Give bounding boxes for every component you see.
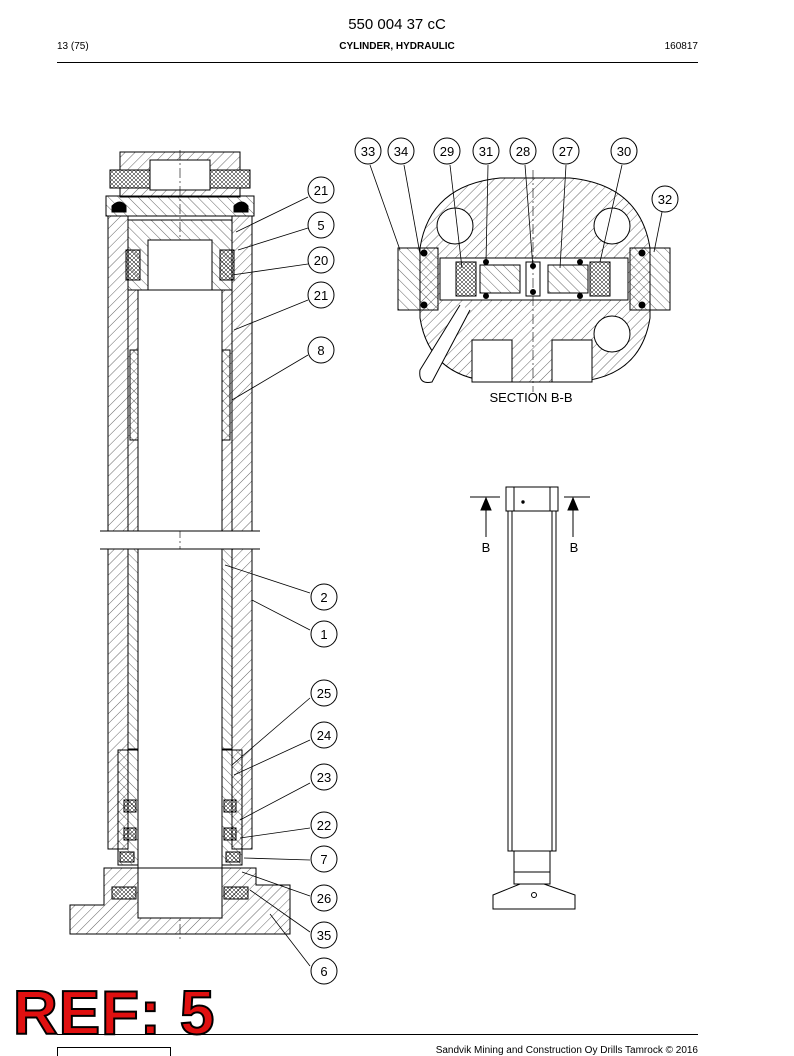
svg-text:6: 6 — [320, 964, 327, 979]
balloon-32: 32 — [651, 185, 679, 213]
header-rule — [57, 62, 698, 63]
balloon-21-upper: 21 — [307, 176, 335, 204]
balloon-24: 24 — [310, 721, 338, 749]
balloon-7: 7 — [310, 845, 338, 873]
svg-text:25: 25 — [317, 686, 331, 701]
reference-stamp: REF: 5 — [12, 979, 216, 1048]
svg-text:30: 30 — [617, 144, 631, 159]
section-caption: SECTION B-B — [489, 390, 572, 405]
balloon-1: 1 — [310, 620, 338, 648]
copyright-text: Sandvik Mining and Construction Oy Drill… — [435, 1045, 698, 1056]
balloon-33: 33 — [354, 137, 382, 165]
document-number: 550 004 37 cC — [348, 16, 446, 33]
svg-text:23: 23 — [317, 770, 331, 785]
cylinder-side-view — [470, 486, 590, 910]
balloon-8: 8 — [307, 336, 335, 364]
svg-text:32: 32 — [658, 192, 672, 207]
section-marker-left: B — [482, 540, 491, 555]
balloon-23: 23 — [310, 763, 338, 791]
balloon-21-lower: 21 — [307, 281, 335, 309]
cylinder-cross-section — [69, 150, 291, 940]
svg-text:26: 26 — [317, 891, 331, 906]
svg-text:31: 31 — [479, 144, 493, 159]
svg-text:1: 1 — [320, 627, 327, 642]
balloon-35: 35 — [310, 921, 338, 949]
balloon-20: 20 — [307, 246, 335, 274]
svg-text:28: 28 — [516, 144, 530, 159]
svg-text:24: 24 — [317, 728, 331, 743]
section-title: CYLINDER, HYDRAULIC — [339, 41, 455, 52]
balloon-34: 34 — [387, 137, 415, 165]
svg-text:21: 21 — [314, 288, 328, 303]
balloon-31: 31 — [472, 137, 500, 165]
svg-text:7: 7 — [320, 852, 327, 867]
svg-text:33: 33 — [361, 144, 375, 159]
section-marker-right: B — [570, 540, 579, 555]
svg-text:35: 35 — [317, 928, 331, 943]
svg-text:8: 8 — [317, 343, 324, 358]
svg-text:20: 20 — [314, 253, 328, 268]
svg-text:21: 21 — [314, 183, 328, 198]
balloon-2: 2 — [310, 583, 338, 611]
section-bb-view — [397, 170, 671, 392]
balloon-30: 30 — [610, 137, 638, 165]
date-code: 160817 — [664, 41, 698, 52]
balloon-28: 28 — [509, 137, 537, 165]
balloon-5: 5 — [307, 211, 335, 239]
svg-text:27: 27 — [559, 144, 573, 159]
page-reference: 13 (75) — [57, 41, 89, 52]
balloon-25: 25 — [310, 679, 338, 707]
svg-text:2: 2 — [320, 590, 327, 605]
balloon-29: 29 — [433, 137, 461, 165]
balloon-6: 6 — [310, 957, 338, 985]
svg-text:34: 34 — [394, 144, 408, 159]
footer-rule — [57, 1034, 698, 1035]
svg-text:22: 22 — [317, 818, 331, 833]
balloon-26: 26 — [310, 884, 338, 912]
svg-text:29: 29 — [440, 144, 454, 159]
right-leader-lines — [369, 164, 663, 269]
svg-text:5: 5 — [317, 218, 324, 233]
balloon-22: 22 — [310, 811, 338, 839]
balloon-27: 27 — [552, 137, 580, 165]
brand-logo — [57, 1047, 171, 1056]
left-leader-lines — [224, 196, 311, 967]
